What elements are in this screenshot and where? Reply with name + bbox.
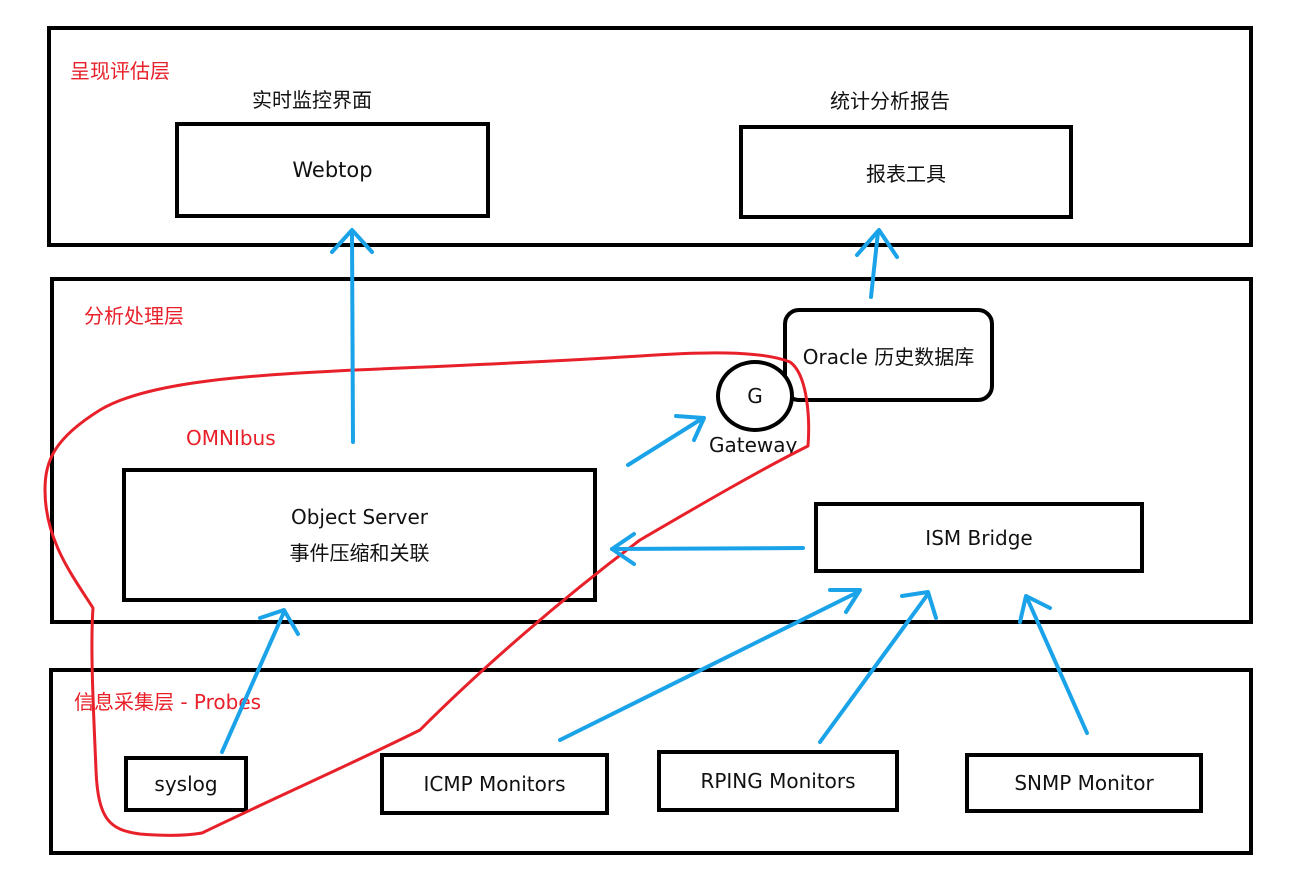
collection-layer-label: 信息采集层 - Probes <box>74 690 262 714</box>
syslog-label: syslog <box>154 772 218 796</box>
oracle-label: Oracle 历史数据库 <box>802 344 975 369</box>
analysis-layer <box>50 277 1253 624</box>
oracle-history-db: Oracle 历史数据库 <box>783 308 994 402</box>
object-server-title: Object Server <box>290 505 429 529</box>
ism-bridge-label: ISM Bridge <box>925 525 1033 550</box>
presentation-layer-label: 呈现评估层 <box>70 59 170 83</box>
realtime-monitor-caption: 实时监控界面 <box>252 88 372 112</box>
webtop-label: Webtop <box>292 158 373 182</box>
gateway-label: Gateway <box>709 433 798 457</box>
icmp-monitors-box: ICMP Monitors <box>380 753 609 815</box>
omnibus-highlight-outline <box>43 351 811 837</box>
webtop-box: Webtop <box>175 122 490 218</box>
snmp-monitor-label: SNMP Monitor <box>1014 771 1154 795</box>
ism-bridge-box: ISM Bridge <box>814 502 1144 573</box>
arrow-oracle-to-report-tool <box>855 228 899 299</box>
gateway-letter: G <box>747 384 763 408</box>
rping-monitors-box: RPING Monitors <box>657 750 899 812</box>
presentation-layer <box>47 26 1253 247</box>
arrow-syslog-to-object-server <box>220 608 300 754</box>
syslog-box: syslog <box>124 756 248 812</box>
analysis-layer-label: 分析处理层 <box>84 304 184 328</box>
object-server-subtitle: 事件压缩和关联 <box>289 541 430 565</box>
report-tool-box: 报表工具 <box>739 125 1073 219</box>
object-server-box: Object Server 事件压缩和关联 <box>122 468 597 602</box>
collection-layer <box>49 668 1253 855</box>
arrow-snmp-to-ism-bridge <box>1018 594 1089 735</box>
icmp-monitors-label: ICMP Monitors <box>423 772 566 796</box>
snmp-monitor-box: SNMP Monitor <box>965 753 1203 813</box>
rping-monitors-label: RPING Monitors <box>700 769 856 793</box>
omnibus-label: OMNIbus <box>186 426 276 450</box>
stats-report-caption: 统计分析报告 <box>830 89 950 113</box>
arrow-icmp-to-ism-bridge <box>558 588 862 742</box>
arrow-rping-to-ism-bridge <box>818 590 938 744</box>
arrow-object-server-to-webtop <box>330 228 374 444</box>
report-tool-label: 报表工具 <box>866 161 946 186</box>
gateway-node: G <box>716 360 794 432</box>
arrow-ism-bridge-to-object-server <box>610 532 805 566</box>
arrow-object-server-to-gateway <box>626 414 706 467</box>
